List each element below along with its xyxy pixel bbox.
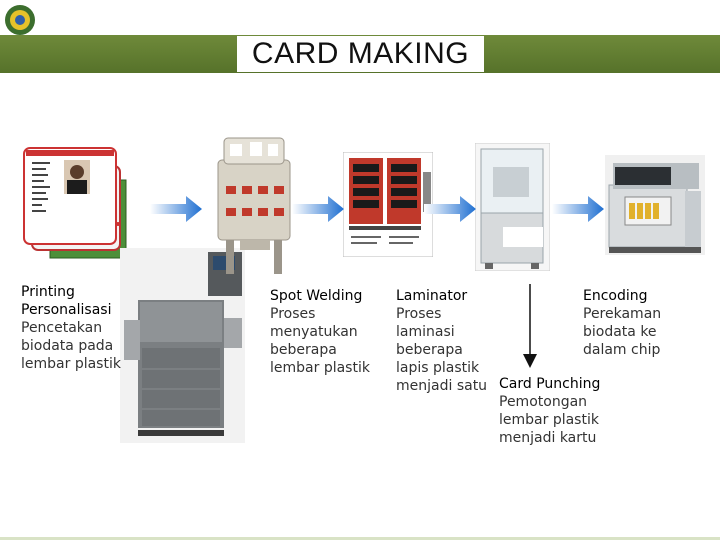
step-spot-welding-desc: Proses menyatukan beberapa lembar plasti… — [270, 306, 370, 376]
step-printing: Printing Personalisasi Pencetakan biodat… — [21, 283, 121, 373]
logo-icon — [5, 5, 35, 35]
step-spot-welding-title: Spot Welding — [270, 288, 363, 304]
encoding-image — [605, 155, 705, 255]
step-laminator-desc: Proses laminasi beberapa lapis plastik m… — [396, 306, 488, 394]
step-laminator-title: Laminator — [396, 288, 468, 304]
arrow-right-icon — [150, 196, 202, 222]
step-encoding-desc: Perekaman biodata ke dalam chip — [583, 306, 662, 358]
printer-image — [120, 248, 245, 443]
arrow-right-icon — [292, 196, 344, 222]
step-card-punching-desc: Pemotongan lembar plastik menjadi kartu — [499, 394, 599, 446]
card-punching-image — [475, 143, 550, 271]
step-encoding-title: Encoding — [583, 288, 648, 304]
step-printing-desc: Pencetakan biodata pada lembar plastik — [21, 320, 121, 372]
spot-welding-image — [217, 137, 291, 274]
id-card-image — [23, 147, 127, 259]
step-printing-title: Printing Personalisasi — [21, 284, 112, 318]
step-spot-welding: Spot Welding Proses menyatukan beberapa … — [270, 287, 380, 377]
step-card-punching: Card Punching Pemotongan lembar plastik … — [499, 375, 619, 447]
arrow-right-icon — [424, 196, 476, 222]
arrow-down-icon — [523, 284, 537, 368]
step-laminator: Laminator Proses laminasi beberapa lapis… — [396, 287, 496, 395]
step-encoding: Encoding Perekaman biodata ke dalam chip — [583, 287, 675, 359]
bottom-divider — [0, 537, 720, 540]
laminator-image — [343, 152, 433, 257]
arrow-right-icon — [552, 196, 604, 222]
step-card-punching-title: Card Punching — [499, 376, 601, 392]
page-title: CARD MAKING — [237, 36, 484, 72]
